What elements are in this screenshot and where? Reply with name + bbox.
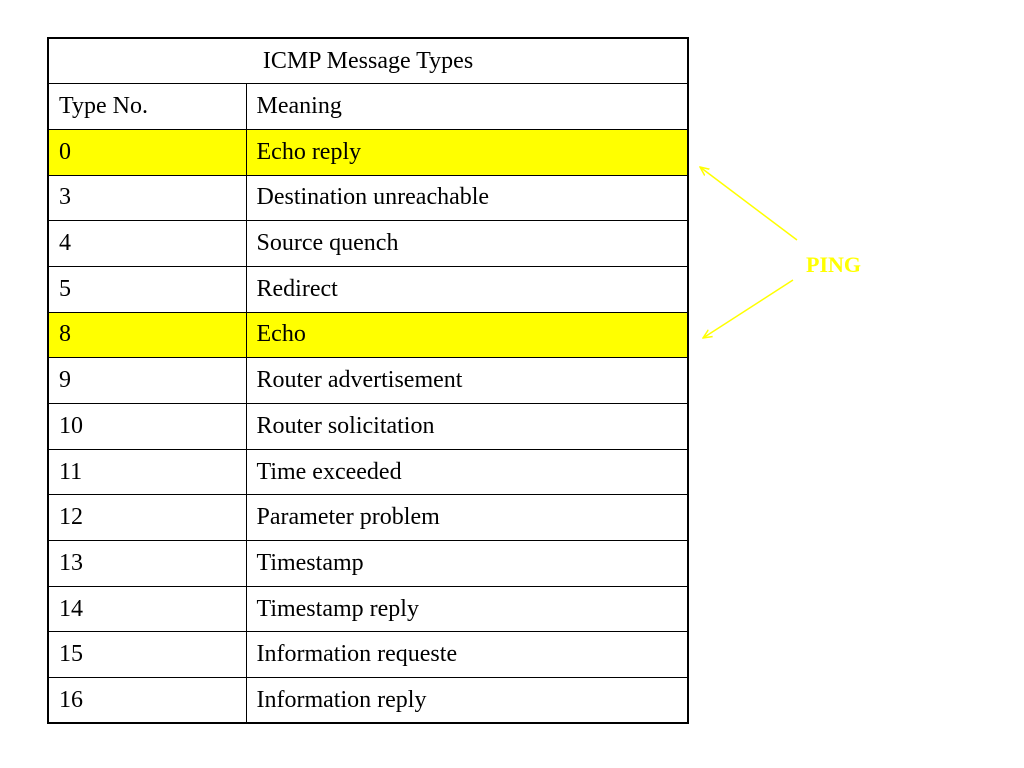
meaning-cell: Echo <box>245 311 689 359</box>
type-number-cell: 16 <box>47 677 247 724</box>
meaning-cell: Information requeste <box>245 631 689 679</box>
type-number-cell: 8 <box>47 311 247 359</box>
meaning-cell: Source quench <box>245 220 689 267</box>
type-number-cell: 9 <box>47 357 247 404</box>
type-number-cell: 15 <box>47 631 247 679</box>
header-type-no: Type No. <box>47 83 247 130</box>
meaning-cell: Router advertisement <box>245 357 689 404</box>
type-number-cell: 10 <box>47 403 247 450</box>
meaning-cell: Timestamp <box>245 540 689 587</box>
meaning-cell: Echo reply <box>245 128 689 176</box>
arrow-to-echo <box>703 279 794 338</box>
meaning-cell: Timestamp reply <box>245 585 689 633</box>
meaning-cell: Redirect <box>245 265 689 313</box>
arrow-to-echo-reply <box>700 167 798 241</box>
header-meaning: Meaning <box>245 83 689 130</box>
type-number-cell: 0 <box>47 128 247 176</box>
meaning-cell: Destination unreachable <box>245 174 689 222</box>
table-header-row: Type No. Meaning <box>47 83 689 130</box>
table-title: ICMP Message Types <box>47 37 689 85</box>
type-number-cell: 14 <box>47 585 247 633</box>
type-number-cell: 12 <box>47 494 247 542</box>
table-title-row: ICMP Message Types <box>47 37 689 85</box>
meaning-cell: Router solicitation <box>245 403 689 450</box>
meaning-cell: Time exceeded <box>245 448 689 496</box>
type-number-cell: 13 <box>47 540 247 587</box>
type-number-cell: 4 <box>47 220 247 267</box>
type-number-cell: 11 <box>47 448 247 496</box>
type-number-cell: 3 <box>47 174 247 222</box>
type-number-cell: 5 <box>47 265 247 313</box>
ping-label: PING <box>806 252 861 277</box>
meaning-cell: Parameter problem <box>245 494 689 542</box>
meaning-cell: Information reply <box>245 677 689 724</box>
